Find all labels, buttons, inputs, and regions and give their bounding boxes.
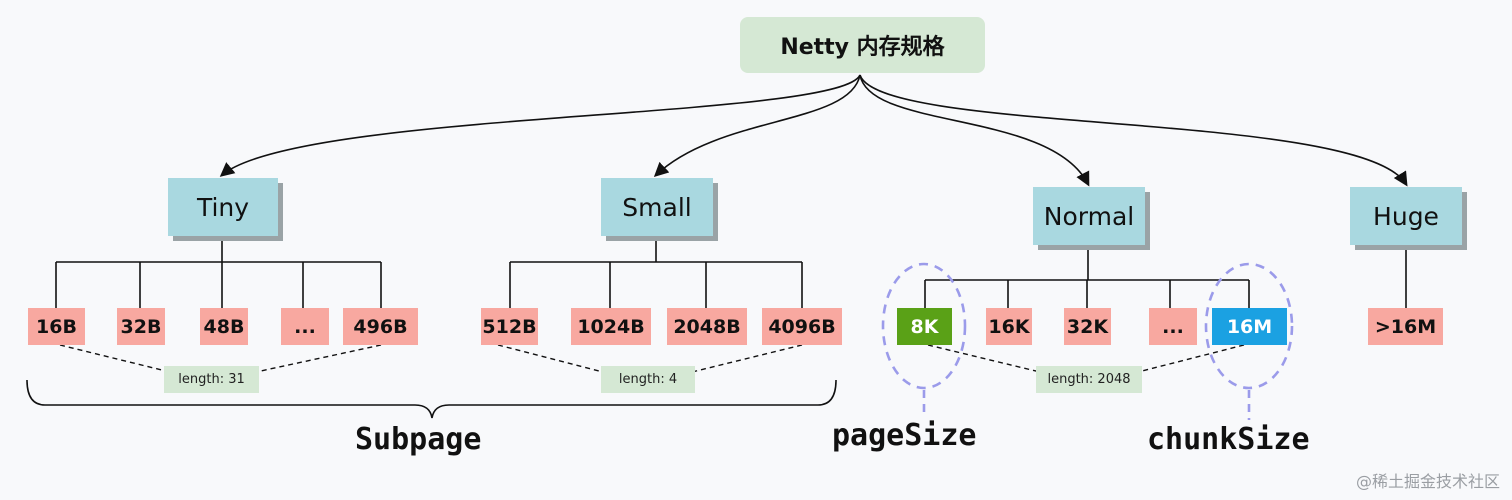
size-box-tiny-ellipsis: ... — [281, 308, 329, 345]
size-box-normal-8k: 8K — [897, 308, 952, 345]
chunk-size-caption: chunkSize — [1147, 422, 1310, 457]
page-size-highlight — [881, 262, 967, 390]
size-box-small-2048b: 2048B — [667, 308, 747, 345]
category-tiny: Tiny — [168, 178, 278, 236]
size-box-normal-32k: 32K — [1064, 308, 1111, 345]
length-label-small: length: 4 — [601, 366, 695, 393]
arrow-root-to-tiny — [219, 74, 861, 177]
tiny-tree-lines — [55, 237, 382, 308]
chunk-size-highlight — [1204, 262, 1294, 390]
length-label-tiny: length: 31 — [164, 366, 259, 393]
arrow-root-to-huge — [859, 74, 1408, 187]
size-box-tiny-48b: 48B — [200, 308, 248, 345]
subpage-brace — [26, 379, 837, 419]
size-box-huge-gt16m: >16M — [1368, 308, 1443, 345]
arrow-root-to-normal — [859, 74, 1090, 187]
size-box-small-4096b: 4096B — [762, 308, 842, 345]
arrow-root-to-small — [653, 74, 861, 177]
category-normal: Normal — [1033, 187, 1145, 245]
size-box-normal-ellipsis: ... — [1149, 308, 1197, 345]
normal-tree-lines — [924, 244, 1250, 308]
size-box-small-1024b: 1024B — [571, 308, 651, 345]
category-huge: Huge — [1350, 187, 1462, 245]
size-box-normal-16k: 16K — [986, 308, 1032, 345]
size-box-normal-16m: 16M — [1212, 308, 1287, 345]
length-dashed-lines — [59, 344, 1245, 373]
page-size-caption: pageSize — [832, 418, 977, 453]
root-node: Netty 内存规格 — [740, 17, 985, 73]
size-box-tiny-496b: 496B — [343, 308, 418, 345]
size-box-small-512b: 512B — [481, 308, 538, 345]
watermark: @稀土掘金技术社区 — [1355, 472, 1500, 491]
size-box-tiny-32b: 32B — [117, 308, 165, 345]
subpage-caption: Subpage — [355, 422, 482, 457]
size-box-tiny-16b: 16B — [28, 308, 85, 345]
length-label-normal: length: 2048 — [1036, 366, 1142, 393]
category-small: Small — [601, 178, 713, 236]
small-tree-lines — [509, 237, 803, 308]
